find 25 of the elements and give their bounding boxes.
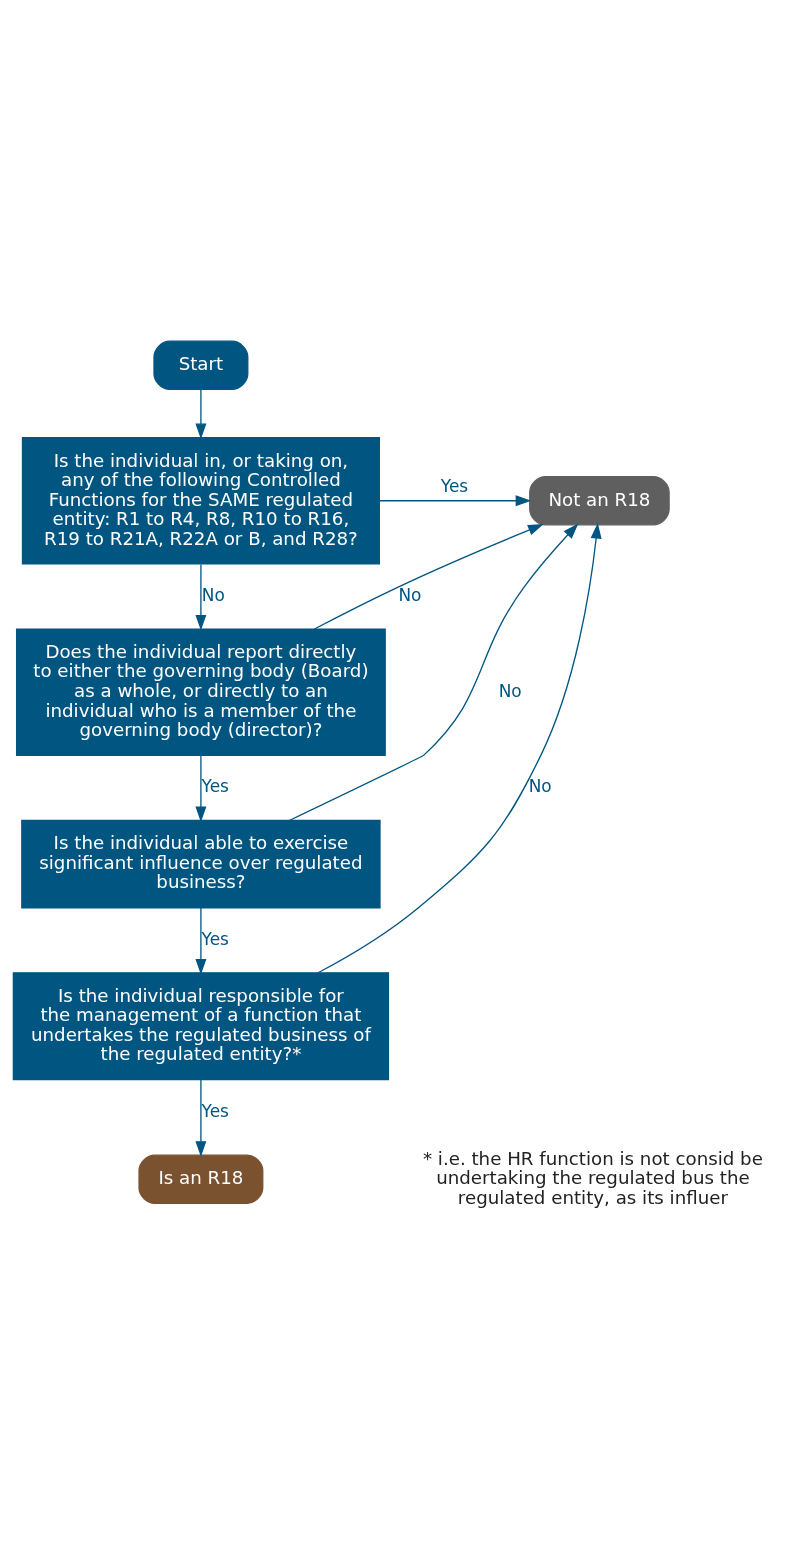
node-box: Is the individual responsible for the management of a function that undertakes the regulated business of the regulated entity?* [12,972,390,1081]
arrow [195,907,207,975]
arrow [195,563,207,631]
arrow [288,523,579,822]
arrow [195,389,207,440]
node-box: Is the individual in, or taking on, any of the following Controlled Functions for the SAME regulated entity: R1 to R4, R8, R10 to R16, R19 to R21A, R22A or B, and R28? [21,436,380,565]
node-box: Is the individual able to exercise significant influence over regulated business? [21,819,381,909]
edge-label: Yes [201,1100,229,1121]
arrow [379,495,532,507]
edge-label: No [201,584,225,605]
node-box: Is an R18 [138,1154,264,1204]
edge-label: No [498,680,522,701]
node-box: Does the individual report directly to either the governing body (Board) as a whole, or directly to an individual who is a member of the governing body (director)? [15,628,386,756]
edge-label: Yes [201,928,229,949]
edge-label: No [398,584,422,605]
arrow [317,522,602,974]
edge-label: Yes [201,776,229,797]
edge-label: No [528,776,552,797]
edge-label: Yes [440,476,469,497]
node-box: Not an R18 [529,476,670,526]
arrow [195,1079,207,1157]
arrow [195,754,207,823]
arrow [313,524,544,630]
label: * i.e. the HR function is not consid be undertaking the regulated bus the regulated entity, as its influer [422,1147,763,1208]
node-box: Start [153,340,249,391]
